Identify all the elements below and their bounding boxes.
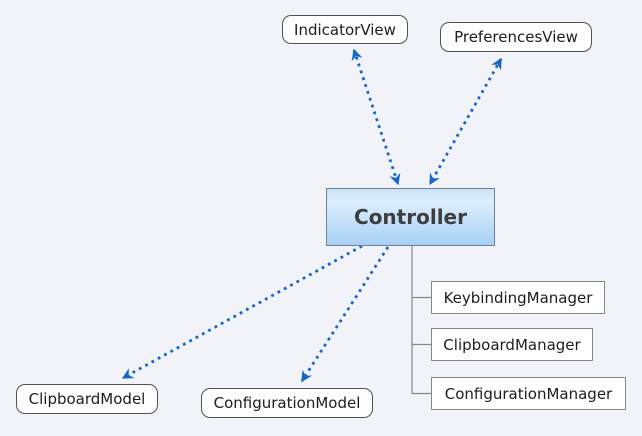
node-clipboard-manager-label: ClipboardManager	[443, 335, 581, 354]
node-keybinding-manager-label: KeybindingManager	[443, 288, 593, 307]
node-configuration-model: ConfigurationModel	[201, 388, 373, 418]
node-configuration-manager: ConfigurationManager	[431, 377, 626, 410]
node-controller-label: Controller	[354, 205, 467, 229]
edge-controller-indicatorview	[351, 48, 401, 186]
node-clipboard-manager: ClipboardManager	[431, 328, 593, 361]
node-clipboard-model-label: ClipboardModel	[28, 390, 146, 408]
edge-controller-preferencesview	[428, 57, 503, 186]
node-indicator-view-label: IndicatorView	[294, 20, 396, 39]
node-clipboard-model: ClipboardModel	[16, 384, 158, 414]
node-configuration-model-label: ConfigurationModel	[213, 394, 361, 412]
edge-controller-configurationmodel	[300, 246, 390, 383]
node-preferences-view-label: PreferencesView	[454, 28, 578, 46]
node-keybinding-manager: KeybindingManager	[431, 281, 605, 314]
node-preferences-view: PreferencesView	[440, 22, 592, 52]
node-configuration-manager-label: ConfigurationManager	[444, 384, 613, 403]
node-indicator-view: IndicatorView	[282, 15, 408, 44]
node-controller: Controller	[326, 188, 495, 246]
edge-controller-managers-tree	[411, 246, 431, 395]
edge-controller-clipboardmodel	[121, 244, 363, 380]
